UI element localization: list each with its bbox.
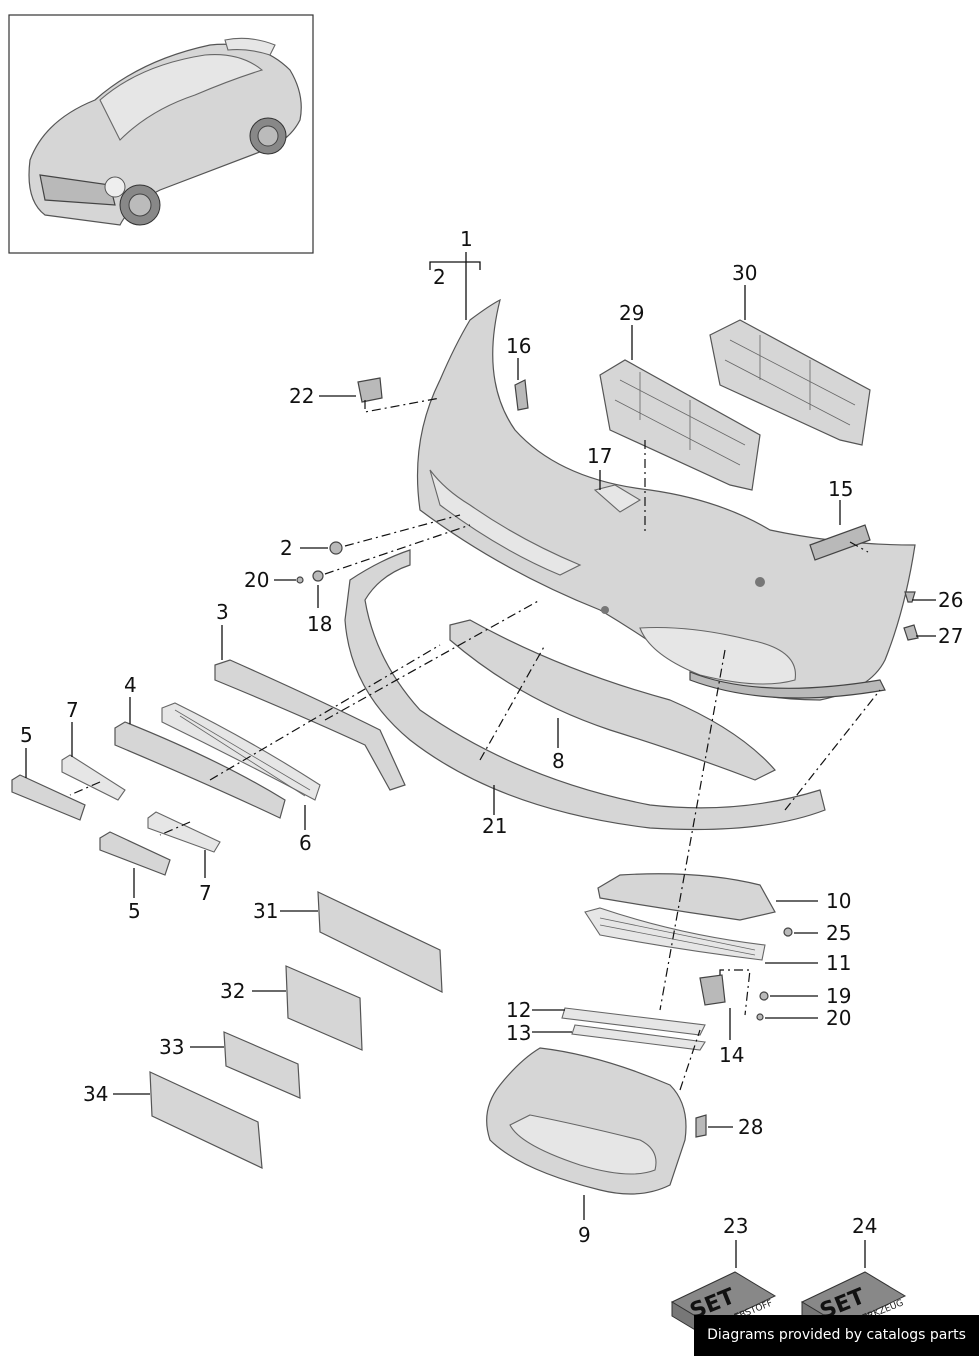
grille-7-lower bbox=[147, 811, 221, 853]
callout-label: 23 bbox=[723, 1214, 748, 1238]
assembly-lines bbox=[69, 397, 881, 1091]
leader-lines bbox=[25, 252, 936, 1268]
callout-label: 29 bbox=[619, 301, 644, 325]
air-duct-9 bbox=[486, 1047, 687, 1195]
plug-2 bbox=[329, 541, 343, 555]
sensor-holder-22 bbox=[357, 377, 383, 403]
bracket-10 bbox=[597, 873, 776, 921]
clip-27 bbox=[903, 624, 919, 641]
callout-label: 15 bbox=[828, 477, 853, 501]
attribution-footer: Diagrams provided by catalogs parts bbox=[694, 1315, 979, 1356]
trim-strip-4 bbox=[114, 721, 286, 819]
callout-label: 31 bbox=[253, 899, 278, 923]
callout-label: 3 bbox=[216, 600, 229, 624]
air-duct-30 bbox=[709, 319, 871, 446]
spoiler-lip-21 bbox=[344, 549, 826, 831]
callout-label: 11 bbox=[826, 951, 851, 975]
callout-label: 5 bbox=[128, 899, 141, 923]
callout-label: 7 bbox=[199, 881, 212, 905]
callout-label: 9 bbox=[578, 1223, 591, 1247]
plate-bracket-33 bbox=[223, 1031, 301, 1099]
callout-label: 26 bbox=[938, 588, 963, 612]
plate-bracket-32 bbox=[285, 965, 363, 1051]
screw-20 bbox=[296, 576, 304, 584]
clip-28 bbox=[695, 1114, 707, 1138]
callout-label: 32 bbox=[220, 979, 245, 1003]
callout-label: 12 bbox=[506, 998, 531, 1022]
callout-label: 1 bbox=[460, 227, 473, 251]
callout-label: 8 bbox=[552, 749, 565, 773]
callout-label: 27 bbox=[938, 624, 963, 648]
plate-bracket-34 bbox=[149, 1071, 263, 1169]
callout-label: 14 bbox=[719, 1043, 744, 1067]
clip-18 bbox=[312, 570, 324, 582]
bracket-14 bbox=[699, 974, 726, 1006]
callout-label: 21 bbox=[482, 814, 507, 838]
callout-label: 7 bbox=[66, 698, 79, 722]
callout-label: 33 bbox=[159, 1035, 184, 1059]
callout-label: 5 bbox=[20, 723, 33, 747]
trim-12 bbox=[561, 1007, 706, 1036]
callout-label: 28 bbox=[738, 1115, 763, 1139]
callout-label: 20 bbox=[244, 568, 269, 592]
grille-mesh-6 bbox=[161, 702, 321, 801]
air-duct-9-opening bbox=[509, 1114, 657, 1175]
callout-label: 4 bbox=[124, 673, 137, 697]
callout-label: 18 bbox=[307, 612, 332, 636]
grille-mesh-11 bbox=[584, 907, 766, 961]
bracket-17 bbox=[593, 484, 642, 513]
air-guide-8 bbox=[449, 619, 776, 781]
grille-7-upper bbox=[61, 754, 126, 801]
grille-frame-3 bbox=[214, 659, 406, 791]
screw-25 bbox=[783, 927, 793, 937]
callout-label: 22 bbox=[289, 384, 314, 408]
callout-label: 6 bbox=[299, 831, 312, 855]
trim-5-upper bbox=[11, 774, 86, 821]
callout-label: 20 bbox=[826, 1006, 851, 1030]
bracket-15 bbox=[809, 524, 871, 561]
trim-13 bbox=[571, 1024, 706, 1051]
callout-label: 24 bbox=[852, 1214, 877, 1238]
callout-label: 19 bbox=[826, 984, 851, 1008]
callout-label: 17 bbox=[587, 444, 612, 468]
callout-label: 16 bbox=[506, 334, 531, 358]
callout-labels: 1 2 2 3 4 5 5 6 7 7 8 9 10 11 12 13 14 1… bbox=[20, 227, 963, 1247]
callout-label: 2 bbox=[280, 536, 293, 560]
air-duct-29 bbox=[599, 359, 761, 491]
plate-bracket-31 bbox=[317, 891, 443, 993]
callout-label: 2 bbox=[433, 265, 446, 289]
bracket-16 bbox=[514, 379, 529, 411]
callout-label: 13 bbox=[506, 1021, 531, 1045]
callout-label: 30 bbox=[732, 261, 757, 285]
callout-label: 34 bbox=[83, 1082, 108, 1106]
trim-5-lower bbox=[99, 831, 171, 876]
callout-label: 10 bbox=[826, 889, 851, 913]
callout-label: 25 bbox=[826, 921, 851, 945]
clip-19 bbox=[759, 991, 769, 1001]
screw-20b bbox=[756, 1013, 764, 1021]
vehicle-thumbnail bbox=[8, 14, 314, 254]
bumper-cover bbox=[416, 298, 916, 701]
